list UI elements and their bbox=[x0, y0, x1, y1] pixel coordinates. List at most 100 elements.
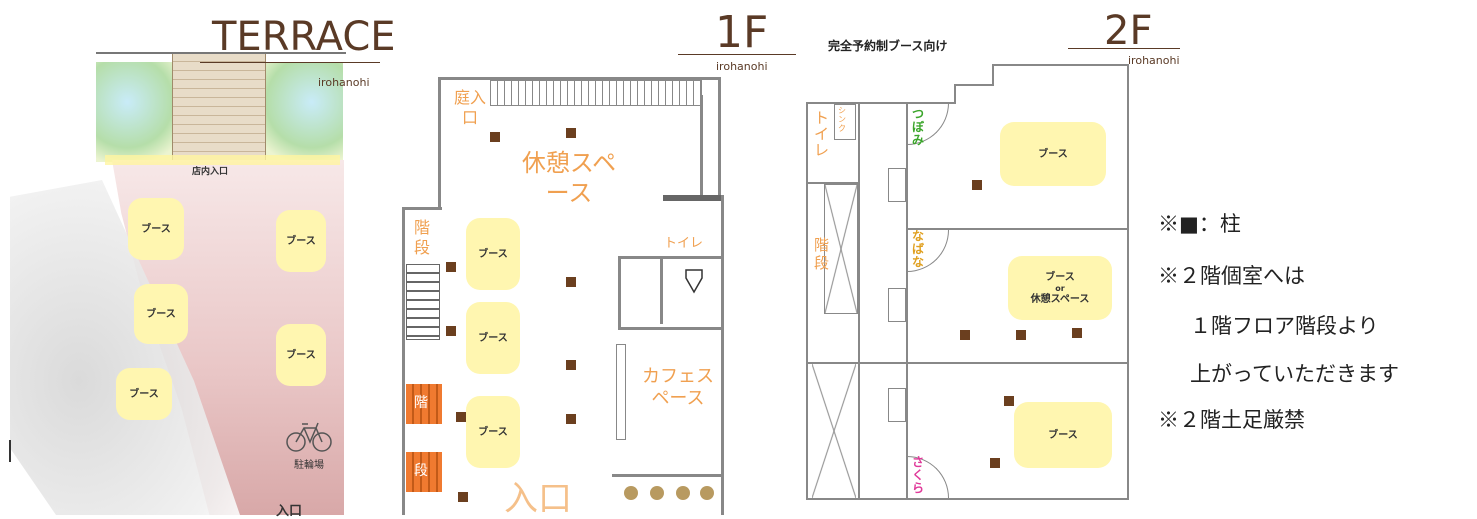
floor1-title: 1F bbox=[715, 7, 769, 58]
booth-label: ブース bbox=[1045, 271, 1075, 283]
floor1-stair-step-label: 段 bbox=[414, 463, 428, 479]
terrace-greenery-left bbox=[96, 62, 174, 162]
floor2-corridor-wall-left bbox=[858, 102, 860, 500]
note-2f-access: ※２階個室へは bbox=[1158, 264, 1305, 288]
terrace-wooden-deck bbox=[172, 52, 266, 162]
note-no-shoes: ※２階土足厳禁 bbox=[1158, 408, 1305, 432]
floor2-wall-step-a bbox=[954, 84, 956, 104]
floor1-toilet-room bbox=[618, 256, 724, 330]
floor1-title-flourish bbox=[678, 54, 796, 55]
floor2-wall-right bbox=[1127, 64, 1129, 500]
floor1-wall-top bbox=[438, 77, 721, 80]
floor1-wall-right-top bbox=[718, 77, 721, 197]
floor1-toilet-divider bbox=[660, 256, 663, 324]
floor1-wall-stairs-top bbox=[402, 207, 442, 210]
cafe-space-label: カフェスペース bbox=[642, 366, 714, 409]
floor2-sink bbox=[834, 104, 856, 140]
floor2-sink-label: シンク bbox=[838, 106, 846, 133]
terrace-entrance-label: 入口 bbox=[276, 504, 303, 519]
terrace-booth: ブース bbox=[134, 284, 188, 344]
garden-entrance-label: 庭入口 bbox=[453, 88, 486, 127]
pillar bbox=[566, 414, 576, 424]
floor1-cafe-wall bbox=[612, 474, 721, 477]
floor1-stair-step-orange bbox=[406, 452, 442, 492]
floor2-left-divider bbox=[806, 182, 858, 184]
floor2-door-stub bbox=[888, 168, 906, 202]
reservation-note: 完全予約制ブース向け bbox=[828, 39, 948, 53]
floor2-stair-void bbox=[812, 364, 856, 498]
pillar bbox=[960, 330, 970, 340]
floor2-booth-or-rest: ブース or 休憩スペース bbox=[1008, 256, 1112, 320]
floor2-wall-top-b bbox=[954, 84, 994, 86]
room-name-nabana: なばな bbox=[912, 229, 925, 269]
floor2-room-divider bbox=[806, 362, 1127, 364]
floor1-entrance-label: 入口 bbox=[504, 479, 572, 519]
floor1-toilet-label: トイレ bbox=[664, 236, 704, 251]
round-table bbox=[700, 486, 714, 500]
terrace-booth: ブース bbox=[276, 324, 326, 386]
pillar bbox=[972, 180, 982, 190]
store-entrance-label: 店内入口 bbox=[192, 167, 229, 177]
pillar bbox=[456, 412, 466, 422]
note-pillar-legend: ※■：柱 bbox=[1158, 212, 1241, 236]
pillar bbox=[458, 492, 468, 502]
floor2-title-flourish bbox=[1068, 48, 1180, 49]
floor1-wall-right bbox=[721, 195, 724, 515]
terrace-title: TERRACE bbox=[212, 14, 396, 60]
floor1-wall-inner bbox=[663, 195, 721, 201]
pillar bbox=[1004, 396, 1014, 406]
rest-space-label: 休憩スペース bbox=[521, 149, 617, 207]
pillar bbox=[1072, 328, 1082, 338]
floor2-booth: ブース bbox=[1000, 122, 1106, 186]
floor1-wall-right-inner bbox=[700, 95, 703, 195]
floor1-stair-step-orange bbox=[406, 384, 442, 424]
floor2-door-stub bbox=[888, 288, 906, 322]
floor2-toilet-label: トイレ bbox=[814, 109, 830, 159]
floor2-wall-top-c bbox=[992, 64, 1129, 66]
terrace-greenery-right bbox=[265, 62, 343, 162]
floor1-booth: ブース bbox=[466, 218, 520, 290]
room-name-tsubomi: つぼみ bbox=[912, 107, 925, 147]
floor2-title: 2F bbox=[1104, 8, 1153, 54]
room-name-sakura: さくら bbox=[912, 455, 925, 495]
floor1-garden-stairs bbox=[490, 80, 702, 106]
terrace-yellow-band bbox=[105, 155, 340, 165]
pillar bbox=[566, 277, 576, 287]
pillar bbox=[990, 458, 1000, 468]
floor2-stair-void bbox=[824, 184, 858, 314]
round-table bbox=[676, 486, 690, 500]
rest-space-label: 休憩スペース bbox=[1030, 293, 1090, 305]
floor2-room-divider bbox=[906, 228, 1127, 230]
floor2-brand: irohanohi bbox=[1128, 54, 1180, 67]
pillar bbox=[566, 128, 576, 138]
terrace-booth: ブース bbox=[116, 368, 172, 420]
terrace-edge-mark bbox=[9, 440, 11, 462]
floor1-cafe-partition bbox=[616, 344, 626, 440]
floor1-brand: irohanohi bbox=[716, 60, 768, 73]
floor2-wall-left bbox=[806, 102, 808, 500]
floor1-booth: ブース bbox=[466, 302, 520, 374]
floor2-booth: ブース bbox=[1014, 402, 1112, 468]
terrace-top-line bbox=[96, 52, 346, 54]
floor2-door-stub bbox=[888, 388, 906, 422]
note-2f-access: 上がっていただきます bbox=[1190, 362, 1399, 386]
round-table bbox=[624, 486, 638, 500]
or-label: or bbox=[1055, 283, 1065, 293]
floor2-wall-step-b bbox=[992, 64, 994, 86]
pillar bbox=[446, 262, 456, 272]
floor1-booth: ブース bbox=[466, 396, 520, 468]
floor2-wall-bottom bbox=[806, 498, 1129, 500]
pillar bbox=[490, 132, 500, 142]
round-table bbox=[650, 486, 664, 500]
floor1-wall-left bbox=[402, 207, 405, 515]
pillar bbox=[1016, 330, 1026, 340]
note-2f-access: １階フロア階段より bbox=[1190, 314, 1379, 338]
bicycle-icon bbox=[286, 422, 332, 452]
floor2-stairs-label: 階段 bbox=[814, 236, 830, 272]
terrace-booth: ブース bbox=[276, 210, 326, 272]
floor1-stairs bbox=[406, 264, 440, 340]
floor1-stairs-label: 階段 bbox=[414, 218, 431, 257]
floor1-stair-step-label: 階 bbox=[414, 395, 428, 411]
floor2-corridor-wall-right bbox=[906, 102, 908, 500]
terrace-title-flourish bbox=[200, 62, 380, 63]
